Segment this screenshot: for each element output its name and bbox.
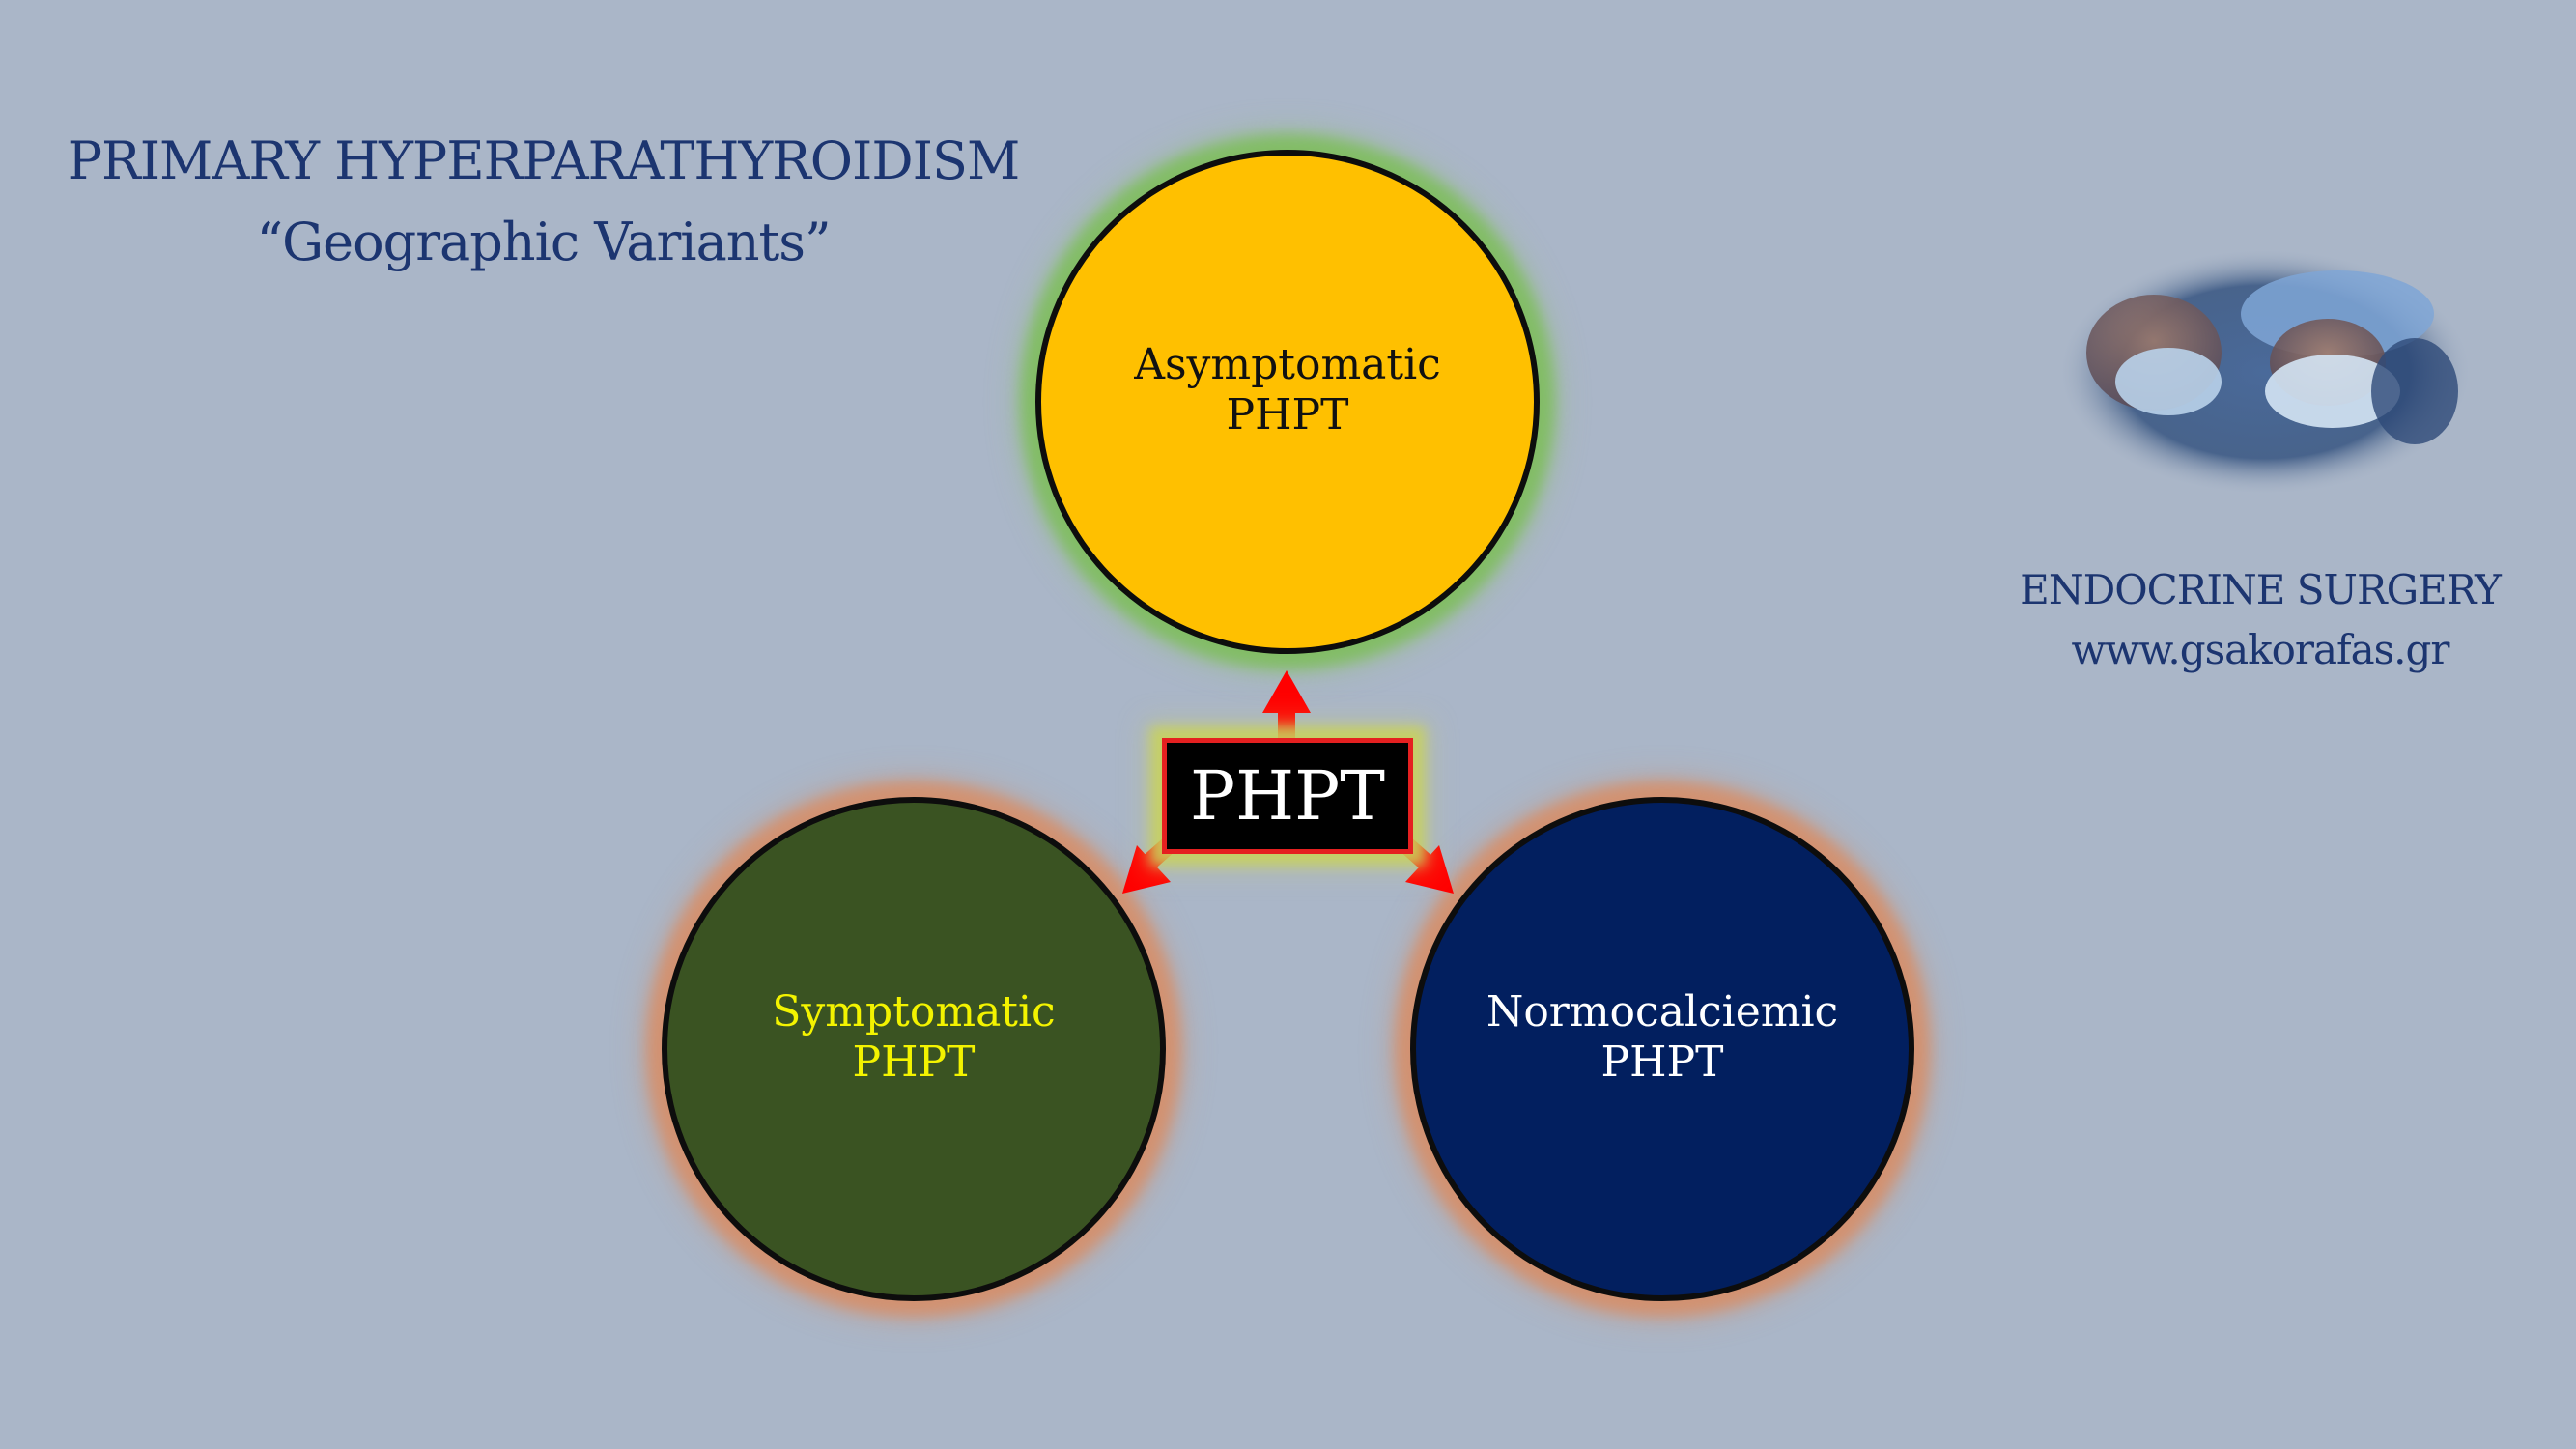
normocalciemic-label-line2: PHPT	[1600, 1037, 1724, 1087]
normocalciemic-label-line1: Normocalciemic	[1486, 987, 1839, 1037]
arrow-up-head	[1262, 670, 1311, 713]
brand-website: www.gsakorafas.gr	[2071, 626, 2449, 673]
brand-block: ENDOCRINE SURGERY www.gsakorafas.gr	[1990, 560, 2531, 680]
slide-title-line2: “Geographic Variants”	[256, 212, 831, 272]
asymptomatic-label-line1: Asymptomatic	[1134, 340, 1441, 389]
phpt-center-label: PHPT	[1190, 756, 1385, 836]
symptomatic-label-line1: Symptomatic	[772, 987, 1056, 1037]
normocalciemic-label: Normocalciemic PHPT	[1486, 987, 1838, 1088]
phpt-center-box: PHPT	[1162, 738, 1413, 854]
normocalciemic-node: Normocalciemic PHPT	[1410, 797, 1914, 1301]
arrow-up-shaft	[1278, 697, 1295, 738]
slide-title: PRIMARY HYPERPARATHYROIDISM “Geographic …	[19, 121, 1067, 283]
slide-title-line1: PRIMARY HYPERPARATHYROIDISM	[67, 130, 1021, 191]
asymptomatic-label: Asymptomatic PHPT	[1134, 340, 1441, 440]
asymptomatic-node: Asymptomatic PHPT	[1035, 150, 1540, 654]
asymptomatic-label-line2: PHPT	[1226, 390, 1349, 440]
surgeons-photo-icon	[2057, 248, 2473, 496]
symptomatic-node: Symptomatic PHPT	[662, 797, 1166, 1301]
brand-line1: ENDOCRINE SURGERY	[2020, 566, 2502, 613]
symptomatic-label: Symptomatic PHPT	[772, 987, 1055, 1088]
symptomatic-label-line2: PHPT	[852, 1037, 976, 1087]
